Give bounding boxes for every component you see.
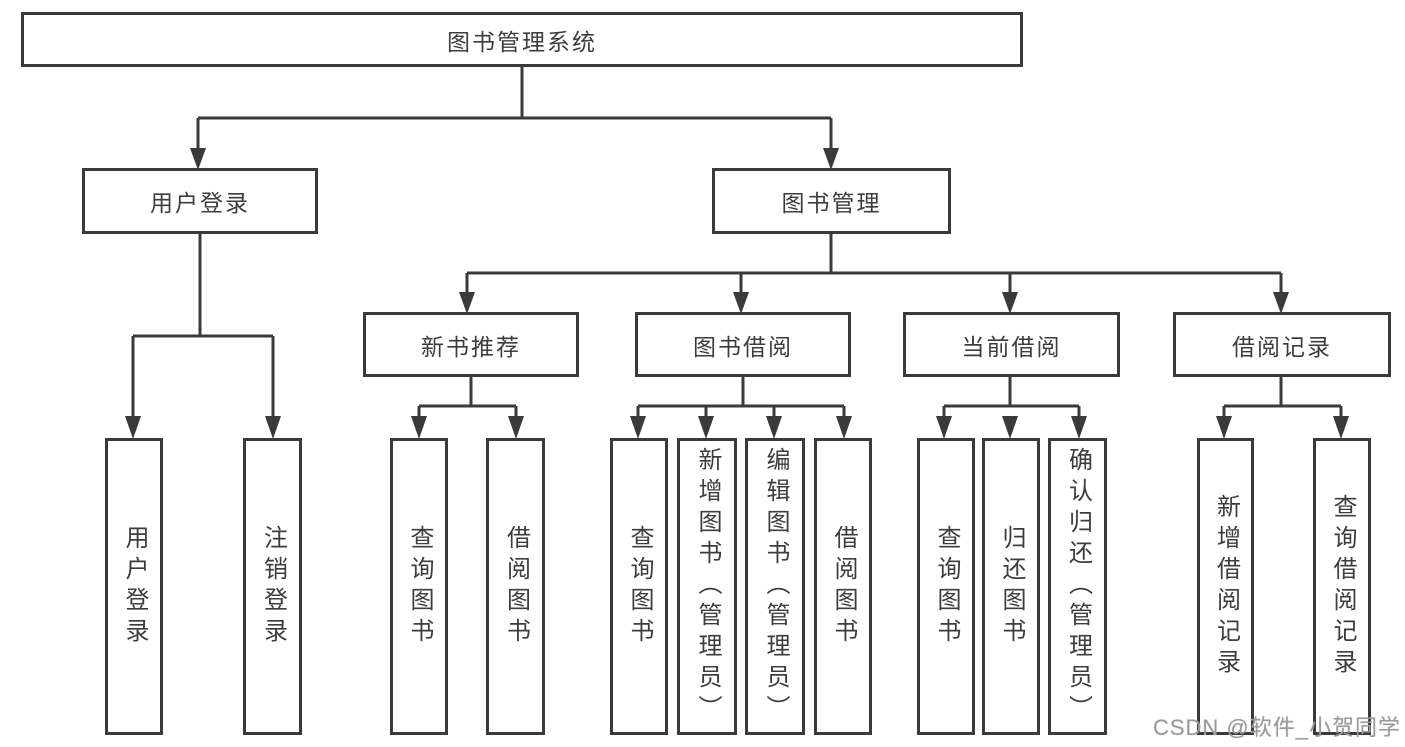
node-label: 图书管理系统	[447, 28, 597, 55]
leaf-logout: 注销登录	[243, 438, 302, 735]
csdn-watermark: CSDN @软件_小贺同学	[1152, 715, 1401, 740]
node-label: 图书借阅	[693, 333, 793, 360]
leaf-label: 新增图书（管理员）	[694, 447, 721, 726]
leaf-add-books-admin: 新增图书（管理员）	[677, 438, 737, 735]
node-label: 当前借阅	[961, 333, 1062, 360]
leaf-label: 编辑图书（管理员）	[762, 447, 789, 726]
leaf-add-borrow-record: 新增借阅记录	[1197, 438, 1254, 735]
node-user-login-branch: 用户登录	[82, 168, 318, 234]
leaf-query-books: 查询图书	[610, 438, 668, 735]
leaf-label: 注销登录	[259, 524, 287, 649]
leaf-query-books: 查询图书	[917, 438, 975, 735]
leaf-query-borrow-record: 查询借阅记录	[1313, 438, 1371, 735]
node-current-borrow: 当前借阅	[903, 312, 1120, 377]
leaf-return-books: 归还图书	[982, 438, 1040, 735]
leaf-label: 借阅图书	[502, 524, 530, 649]
node-borrow-records: 借阅记录	[1173, 312, 1391, 377]
leaf-edit-books-admin: 编辑图书（管理员）	[745, 438, 805, 735]
node-label: 图书管理	[781, 190, 882, 216]
node-label: 借阅记录	[1232, 333, 1332, 360]
leaf-label: 查询图书	[626, 524, 653, 649]
leaf-confirm-return-admin: 确认归还（管理员）	[1048, 438, 1107, 735]
node-new-book-recommend: 新书推荐	[363, 312, 579, 377]
leaf-label: 归还图书	[998, 524, 1025, 649]
node-label: 新书推荐	[421, 333, 521, 360]
node-book-management-system: 图书管理系统	[21, 12, 1023, 67]
leaf-borrow-books: 借阅图书	[486, 438, 545, 735]
leaf-borrow-books: 借阅图书	[814, 438, 872, 735]
node-book-borrow: 图书借阅	[635, 312, 851, 377]
leaf-label: 新增借阅记录	[1212, 493, 1240, 680]
node-book-management-branch: 图书管理	[712, 168, 951, 234]
leaf-user-login: 用户登录	[105, 438, 163, 735]
leaf-label: 确认归还（管理员）	[1064, 447, 1092, 726]
leaf-label: 查询借阅记录	[1329, 493, 1356, 680]
leaf-query-books: 查询图书	[390, 438, 448, 735]
leaf-label: 查询图书	[406, 524, 433, 649]
leaf-label: 用户登录	[121, 524, 148, 649]
leaf-label: 查询图书	[933, 524, 960, 649]
node-label: 用户登录	[150, 190, 250, 216]
leaf-label: 借阅图书	[830, 524, 857, 649]
